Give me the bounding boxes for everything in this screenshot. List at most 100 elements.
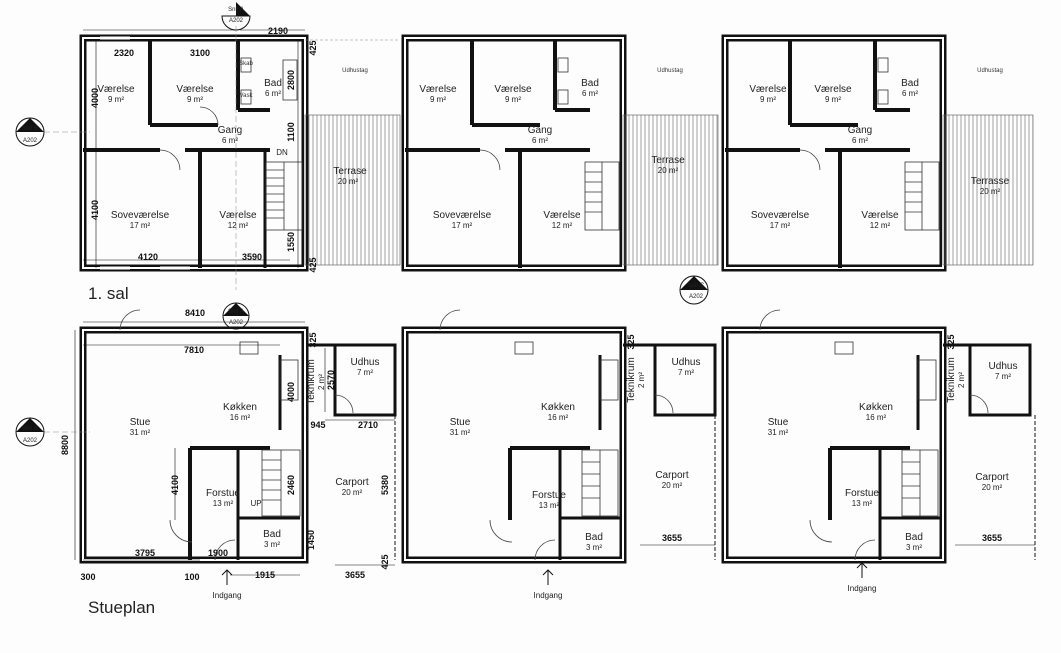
section-a-ref: A202 xyxy=(229,18,244,24)
u2-room-sovevaerelse-area: 17 m² xyxy=(452,221,473,230)
room-terrasse-2: Terrase xyxy=(651,155,685,166)
room-kokken: Køkken xyxy=(223,402,257,413)
u3-room-vaerelse-b: Værelse xyxy=(814,84,852,95)
dim-1100: 1100 xyxy=(286,122,296,142)
section-marker-a-top: Snit A A202 xyxy=(221,2,251,290)
u3-room-vaerelse-a-area: 9 m² xyxy=(760,95,776,104)
upper-unit-1 xyxy=(79,29,401,272)
ground-unit-2 xyxy=(401,309,717,564)
u3-room-bad-area: 6 m² xyxy=(902,89,918,98)
u2-room-teknikrum: Teknikrum xyxy=(626,357,637,403)
dim-3100: 3100 xyxy=(190,48,210,58)
section-b-ref: A202 xyxy=(23,138,38,144)
room-sovevaerelse: Soveværelse xyxy=(111,210,170,221)
u3-room-forstue: Forstue xyxy=(845,488,879,499)
u3-room-kokken-area: 16 m² xyxy=(866,413,887,422)
room-gang: Gang xyxy=(218,125,242,136)
stair-dn: DN xyxy=(276,148,288,157)
room-bad-ground-area: 3 m² xyxy=(264,540,280,549)
dim-3795: 3795 xyxy=(135,548,155,558)
u2-dim-325: 325 xyxy=(626,334,636,349)
room-terrasse-3-area: 20 m² xyxy=(980,187,1001,196)
dim-3655: 3655 xyxy=(345,570,365,580)
fixture-vask: Vask xyxy=(240,93,254,99)
u2-room-kokken: Køkken xyxy=(541,402,575,413)
u2-dim-3655: 3655 xyxy=(662,533,682,543)
room-vaerelse-a-area: 9 m² xyxy=(108,95,124,104)
u2-room-vaerelse-b-area: 9 m² xyxy=(505,95,521,104)
room-terrasse-1-area: 20 m² xyxy=(338,177,359,186)
upper-unit-3 xyxy=(721,34,1034,272)
dim-3590: 3590 xyxy=(242,252,262,262)
u2-room-vaerelse-c: Værelse xyxy=(543,210,581,221)
dim-8410: 8410 xyxy=(185,308,205,318)
fixture-skab: Skab xyxy=(239,61,253,67)
section-marker-c: Snit C A202 xyxy=(679,275,709,305)
entrance-arrows xyxy=(221,562,868,585)
u3-room-vaerelse-c: Værelse xyxy=(861,210,899,221)
room-teknikrum: Teknikrum xyxy=(306,359,317,405)
u3-room-carport: Carport xyxy=(975,472,1009,483)
u3-room-bad: Bad xyxy=(905,532,923,543)
dim-4100: 4100 xyxy=(90,200,100,220)
room-sovevaerelse-area: 17 m² xyxy=(130,221,151,230)
u3-room-teknikrum-area: 2 m² xyxy=(957,372,966,388)
ground-unit-3 xyxy=(721,309,1036,564)
u2-room-stue: Stue xyxy=(450,417,471,428)
room-forstue-area: 13 m² xyxy=(213,499,234,508)
dim-100: 100 xyxy=(184,572,199,582)
dim-2460: 2460 xyxy=(286,475,296,495)
udhustag-3: Udhustag xyxy=(977,68,1003,74)
u3-room-vaerelse-b-area: 9 m² xyxy=(825,95,841,104)
section-a-name: Snit A xyxy=(228,7,244,13)
room-udhus: Udhus xyxy=(351,357,380,368)
room-stue-area: 31 m² xyxy=(130,428,151,437)
section-marker-b-upper: Snit B A202 xyxy=(15,117,90,147)
u3-room-kokken: Køkken xyxy=(859,402,893,413)
u2-room-gang: Gang xyxy=(528,125,552,136)
dim-1900: 1900 xyxy=(208,548,228,558)
udhustag-2: Udhustag xyxy=(657,68,683,74)
room-kokken-area: 16 m² xyxy=(230,413,251,422)
dim-300: 300 xyxy=(80,572,95,582)
room-carport-area: 20 m² xyxy=(342,488,363,497)
section-b2-ref: A202 xyxy=(23,438,38,444)
dim-8800: 8800 xyxy=(60,435,70,455)
dim-7810: 7810 xyxy=(184,345,204,355)
entrance-label-3: Indgang xyxy=(848,584,877,593)
section-b2-name: Snit B xyxy=(22,426,38,432)
room-carport: Carport xyxy=(335,477,369,488)
room-vaerelse-a: Værelse xyxy=(97,84,135,95)
u3-room-sovevaerelse: Soveværelse xyxy=(751,210,810,221)
floor-label-upper: 1. sal xyxy=(88,284,129,303)
room-bad-ground: Bad xyxy=(263,529,281,540)
dim-2570: 2570 xyxy=(326,370,336,390)
section-c-ref: A202 xyxy=(689,294,704,300)
dim-4120: 4120 xyxy=(138,252,158,262)
room-terrasse-2-area: 20 m² xyxy=(658,166,679,175)
u3-room-udhus-area: 7 m² xyxy=(995,372,1011,381)
room-vaerelse-b: Værelse xyxy=(176,84,214,95)
section-b-name: Snit B xyxy=(22,126,38,132)
u3-room-sovevaerelse-area: 17 m² xyxy=(770,221,791,230)
u3-room-vaerelse-c-area: 12 m² xyxy=(870,221,891,230)
dim-2320: 2320 xyxy=(114,48,134,58)
room-bad-area: 6 m² xyxy=(265,89,281,98)
section-a2-name: Snit A xyxy=(228,309,244,315)
u2-room-vaerelse-a-area: 9 m² xyxy=(430,95,446,104)
dim-1450: 1450 xyxy=(306,530,316,550)
u2-room-stue-area: 31 m² xyxy=(450,428,471,437)
entrance-label-1: Indgang xyxy=(213,591,242,600)
room-udhus-area: 7 m² xyxy=(357,368,373,377)
u3-dim-325: 325 xyxy=(946,334,956,349)
u2-room-udhus: Udhus xyxy=(672,357,701,368)
room-gang-area: 6 m² xyxy=(222,136,238,145)
u3-dim-3655: 3655 xyxy=(982,533,1002,543)
room-vaerelse-b-area: 9 m² xyxy=(187,95,203,104)
section-marker-a-ground: Snit A A202 xyxy=(222,302,250,330)
dim-2710: 2710 xyxy=(358,420,378,430)
u2-room-carport: Carport xyxy=(655,470,689,481)
section-marker-b-ground: Snit B A202 xyxy=(15,417,90,447)
room-forstue: Forstue xyxy=(206,488,240,499)
room-terrasse-1: Terrase xyxy=(333,166,367,177)
